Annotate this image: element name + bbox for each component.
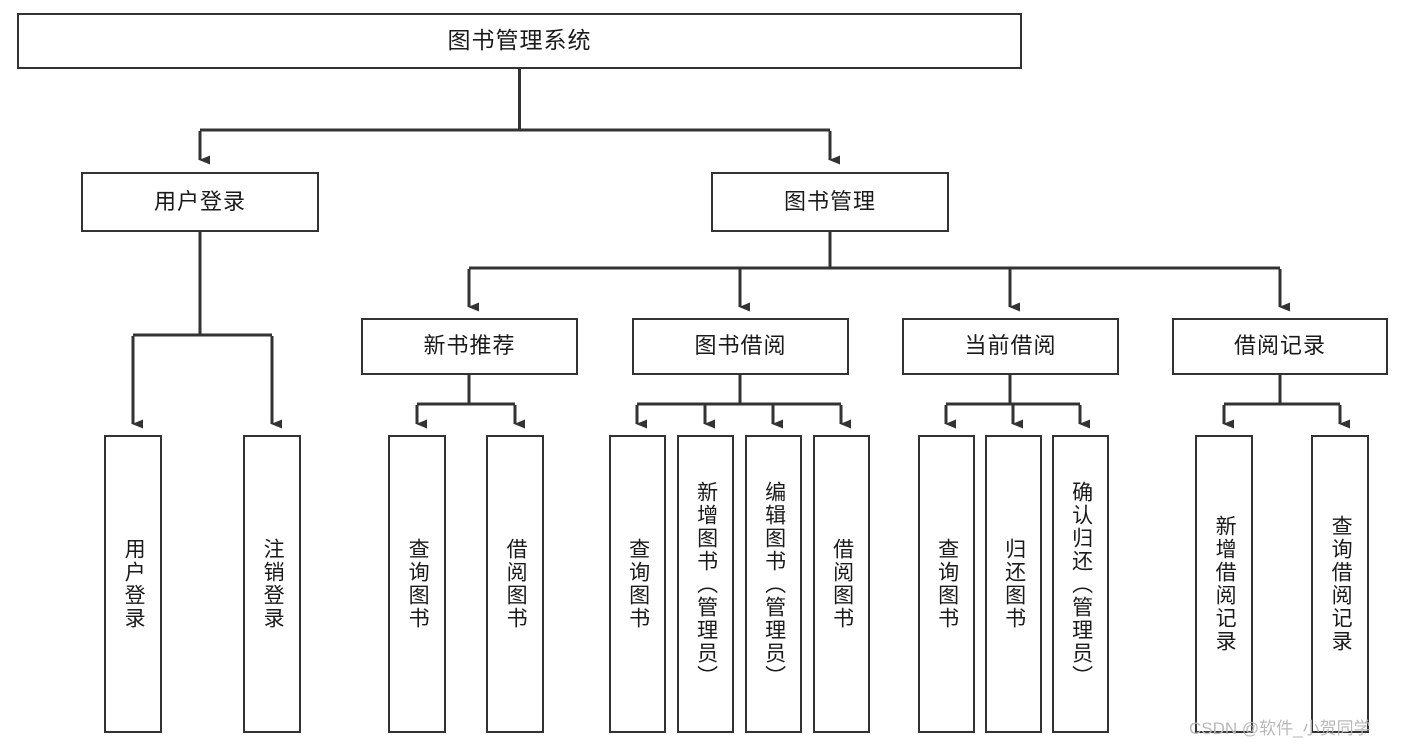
node-leaf-user-logout-label: 注销登录 [261,538,285,630]
node-leaf-borrow-books-borrow[interactable]: 借阅图书 [813,435,870,733]
node-leaf-edit-book-admin[interactable]: 编辑图书（管理员） [745,435,802,733]
node-leaf-add-book-admin-label: 新增图书（管理员） [694,480,718,688]
node-leaf-borrow-books-recommend[interactable]: 借阅图书 [486,435,544,733]
node-root-system[interactable]: 图书管理系统 [17,13,1022,69]
node-leaf-user-logout[interactable]: 注销登录 [243,435,301,733]
node-leaf-query-books-current-label: 查询图书 [935,538,959,630]
node-root-label: 图书管理系统 [447,27,592,54]
node-leaf-query-borrow-record[interactable]: 查询借阅记录 [1311,435,1369,733]
node-user-login[interactable]: 用户登录 [81,172,319,232]
node-borrow-record-label: 借阅记录 [1233,333,1326,359]
node-leaf-confirm-return-admin-label: 确认归还（管理员） [1069,480,1093,688]
csdn-watermark: CSDN @软件_小贺同学 [1189,719,1371,738]
node-book-borrow-label: 图书借阅 [694,333,787,359]
node-leaf-query-books-current[interactable]: 查询图书 [918,435,975,733]
node-leaf-return-books-label: 归还图书 [1002,538,1026,630]
node-leaf-add-book-admin[interactable]: 新增图书（管理员） [677,435,734,733]
node-leaf-add-borrow-record[interactable]: 新增借阅记录 [1195,435,1253,733]
node-user-login-label: 用户登录 [153,188,246,214]
node-current-borrow[interactable]: 当前借阅 [902,318,1119,375]
node-leaf-confirm-return-admin[interactable]: 确认归还（管理员） [1052,435,1109,733]
node-leaf-query-borrow-record-label: 查询借阅记录 [1329,515,1353,653]
node-book-management-label: 图书管理 [783,188,876,214]
node-leaf-user-login[interactable]: 用户登录 [104,435,162,733]
node-leaf-query-books-borrow-label: 查询图书 [626,538,650,630]
node-new-book-recommend[interactable]: 新书推荐 [361,318,578,375]
node-leaf-edit-book-admin-label: 编辑图书（管理员） [762,480,786,688]
node-book-borrow[interactable]: 图书借阅 [632,318,849,375]
node-book-management[interactable]: 图书管理 [711,172,949,232]
node-current-borrow-label: 当前借阅 [964,333,1057,359]
node-leaf-return-books[interactable]: 归还图书 [985,435,1042,733]
node-leaf-add-borrow-record-label: 新增借阅记录 [1213,515,1237,653]
node-borrow-record[interactable]: 借阅记录 [1172,318,1388,375]
node-new-book-recommend-label: 新书推荐 [423,333,516,359]
node-leaf-borrow-books-recommend-label: 借阅图书 [504,538,528,630]
node-leaf-query-books-recommend-label: 查询图书 [406,538,430,630]
node-leaf-borrow-books-borrow-label: 借阅图书 [830,538,854,630]
node-leaf-query-books-recommend[interactable]: 查询图书 [388,435,446,733]
node-leaf-user-login-label: 用户登录 [122,538,146,630]
node-leaf-query-books-borrow[interactable]: 查询图书 [609,435,666,733]
